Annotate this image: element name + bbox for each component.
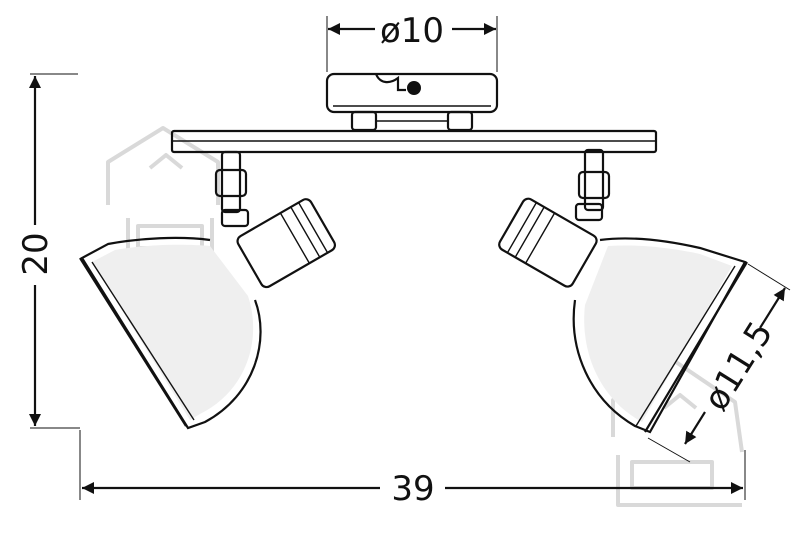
shade-diameter-label: ø11,5	[696, 315, 781, 418]
mounting-bar	[170, 129, 658, 154]
width-dimension: 39	[79, 430, 746, 509]
mount-diameter-dimension: ø10	[326, 11, 498, 72]
height-label: 20	[16, 232, 56, 275]
width-label: 39	[391, 469, 434, 509]
height-dimension: 20	[16, 73, 80, 429]
mount-diameter-label: ø10	[380, 11, 444, 51]
ceiling-canopy	[325, 72, 499, 132]
right-spotlight	[498, 148, 748, 434]
left-spotlight	[79, 150, 337, 430]
